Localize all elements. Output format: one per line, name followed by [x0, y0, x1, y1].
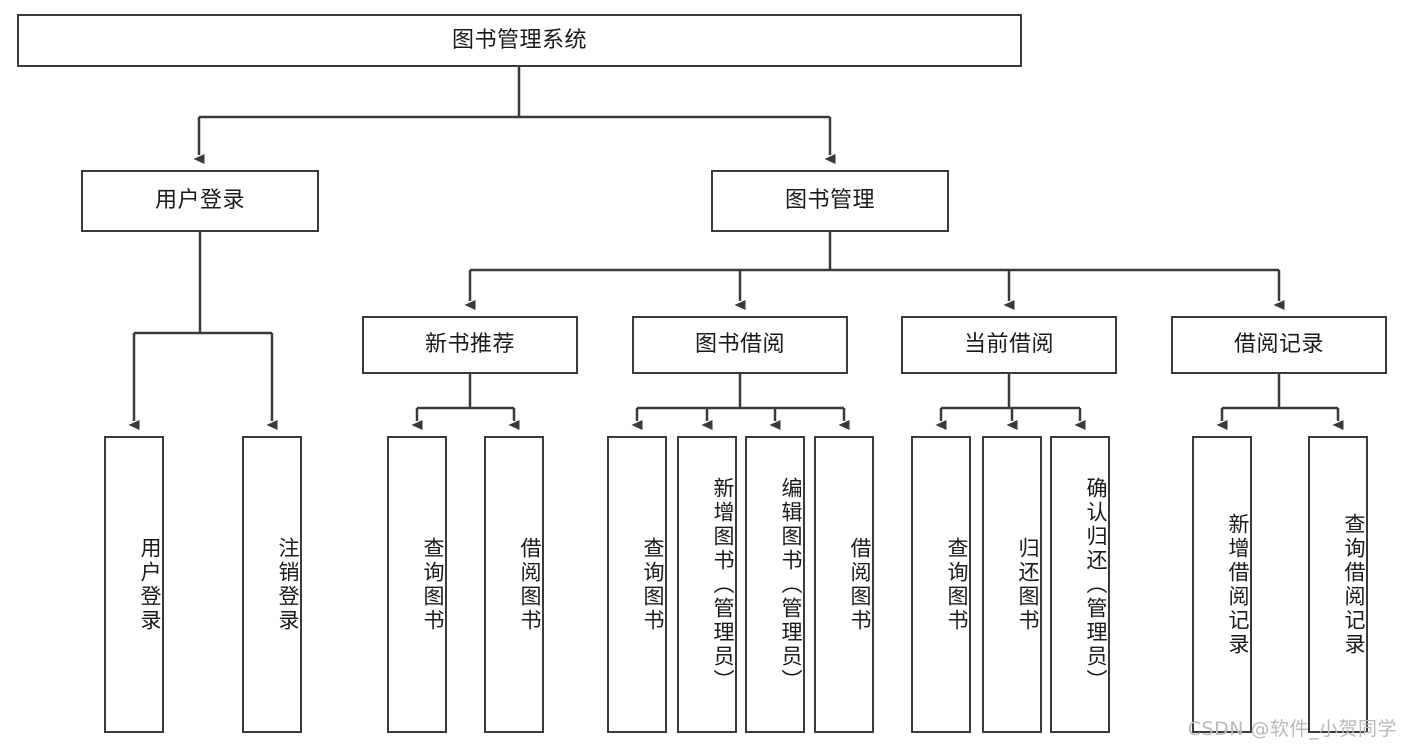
node-leaf-query-borrow-record[interactable]: 查询借阅记录	[1308, 436, 1368, 733]
node-user-login-label: 用户登录	[154, 188, 245, 214]
node-leaf-query-book-recommend-label: 查询图书	[421, 536, 445, 633]
node-leaf-user-login[interactable]: 用户登录	[104, 436, 164, 733]
node-leaf-borrow-book-recommend[interactable]: 借阅图书	[484, 436, 544, 733]
node-user-login[interactable]: 用户登录	[81, 170, 319, 232]
node-leaf-return-book[interactable]: 归还图书	[982, 436, 1042, 733]
node-book-borrow-label: 图书借阅	[694, 332, 785, 358]
node-leaf-add-borrow-record[interactable]: 新增借阅记录	[1192, 436, 1252, 733]
node-leaf-confirm-return-label: 确认归还（管理员）	[1084, 476, 1108, 693]
node-leaf-query-book-current-label: 查询图书	[945, 536, 969, 633]
node-leaf-query-borrow-record-label: 查询借阅记录	[1342, 512, 1366, 657]
node-leaf-query-book-current[interactable]: 查询图书	[911, 436, 971, 733]
node-leaf-query-book-borrow-label: 查询图书	[641, 536, 665, 633]
node-leaf-query-book-recommend[interactable]: 查询图书	[387, 436, 447, 733]
node-new-book-recommend[interactable]: 新书推荐	[362, 316, 578, 374]
node-leaf-add-book[interactable]: 新增图书（管理员）	[677, 436, 737, 733]
node-leaf-add-borrow-record-label: 新增借阅记录	[1226, 512, 1250, 657]
node-leaf-borrow-book-label: 借阅图书	[848, 536, 872, 633]
node-leaf-borrow-book[interactable]: 借阅图书	[814, 436, 874, 733]
node-borrow-record[interactable]: 借阅记录	[1171, 316, 1387, 374]
node-book-management[interactable]: 图书管理	[711, 170, 949, 232]
node-leaf-user-login-label: 用户登录	[138, 536, 162, 633]
node-book-borrow[interactable]: 图书借阅	[632, 316, 848, 374]
node-leaf-edit-book[interactable]: 编辑图书（管理员）	[745, 436, 805, 733]
node-leaf-return-book-label: 归还图书	[1016, 536, 1040, 633]
node-leaf-borrow-book-recommend-label: 借阅图书	[518, 536, 542, 633]
node-borrow-record-label: 借阅记录	[1233, 332, 1324, 358]
node-leaf-add-book-label: 新增图书（管理员）	[711, 476, 735, 693]
node-root-label: 图书管理系统	[451, 27, 587, 53]
node-root[interactable]: 图书管理系统	[17, 14, 1022, 67]
node-leaf-confirm-return[interactable]: 确认归还（管理员）	[1050, 436, 1110, 733]
node-leaf-query-book-borrow[interactable]: 查询图书	[607, 436, 667, 733]
node-book-management-label: 图书管理	[784, 188, 875, 214]
node-current-borrow[interactable]: 当前借阅	[901, 316, 1117, 374]
node-leaf-logout[interactable]: 注销登录	[242, 436, 302, 733]
csdn-watermark: CSDN @软件_小贺同学	[1187, 718, 1397, 740]
node-current-borrow-label: 当前借阅	[963, 332, 1054, 358]
node-leaf-logout-label: 注销登录	[276, 536, 300, 633]
node-new-book-recommend-label: 新书推荐	[424, 332, 515, 358]
node-leaf-edit-book-label: 编辑图书（管理员）	[779, 476, 803, 693]
